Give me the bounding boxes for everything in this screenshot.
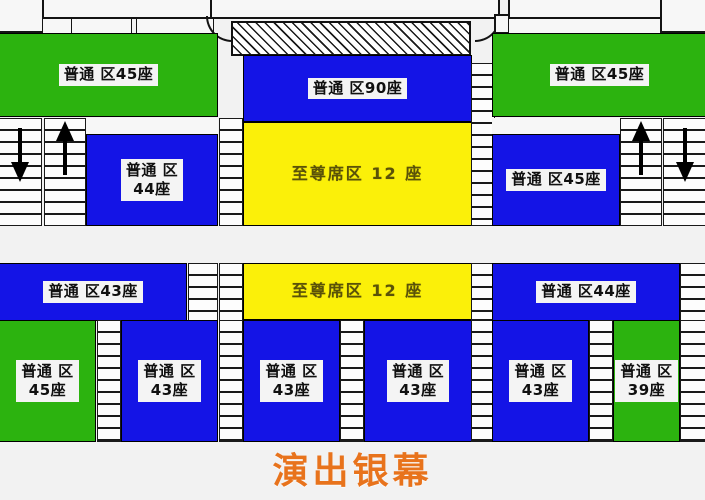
wall-top-left-outer <box>0 0 45 33</box>
zone-upper-center-blue-90[interactable]: 普通 区90座 <box>243 55 472 122</box>
zone-lower-right-blue-43[interactable]: 普通 区 43座 <box>492 320 589 442</box>
aisle-lower-right-outer-stairs[interactable] <box>680 320 705 442</box>
zone-label: 普通 区90座 <box>307 77 408 100</box>
wall-top-left-door-a <box>71 18 132 34</box>
arrow-up-left-inner <box>56 121 74 177</box>
aisle-lower-left-top-stairs-a[interactable] <box>188 263 218 321</box>
zone-label: 普通 区 45座 <box>16 359 79 403</box>
zone-lower-center-blue-43b[interactable]: 普通 区 43座 <box>364 320 472 442</box>
aisle-center-left-stairs[interactable] <box>219 118 243 226</box>
arrow-down-left-outer <box>11 126 29 184</box>
zone-label: 普通 区 43座 <box>138 359 201 403</box>
aisle-lower-center-stairs[interactable] <box>340 320 364 442</box>
zone-label: 普通 区44座 <box>536 281 636 303</box>
arrow-down-right-outer <box>676 126 694 184</box>
wall-top-left-door-b <box>136 18 214 34</box>
aisle-lower-center-left-stairs[interactable] <box>219 320 243 442</box>
zone-label: 普通 区 39座 <box>615 359 678 403</box>
mid-corridor <box>0 226 705 263</box>
aisle-lower-right-top-stairs[interactable] <box>680 263 705 321</box>
aisle-lower-left-stairs[interactable] <box>97 320 121 442</box>
zone-label: 至尊席区 12 座 <box>291 163 424 183</box>
zone-label: 普通 区 44座 <box>120 158 184 202</box>
zone-upper-right-green-45[interactable]: 普通 区45座 <box>492 33 705 117</box>
wall-top-center-beam <box>210 0 500 19</box>
zone-lower-right-green-39[interactable]: 普通 区 39座 <box>613 320 680 442</box>
wall-top-left-lobby <box>42 0 214 19</box>
gap-upper-right <box>492 118 620 135</box>
zone-label: 普通 区45座 <box>549 64 650 86</box>
zone-lower-left-green-45[interactable]: 普通 区 45座 <box>0 320 96 442</box>
zone-label: 普通 区45座 <box>58 64 159 86</box>
wall-top-left-ledge <box>42 18 72 34</box>
zone-label: 普通 区 43座 <box>386 359 450 403</box>
zone-upper-right-blue-45[interactable]: 普通 区45座 <box>492 134 620 226</box>
zone-upper-center-vip-12[interactable]: 至尊席区 12 座 <box>243 122 472 226</box>
aisle-lower-left-top-stairs-b[interactable] <box>219 263 243 321</box>
zone-lower-left-blue-43b[interactable]: 普通 区 43座 <box>121 320 218 442</box>
wall-top-right-outer <box>660 0 705 33</box>
zone-label: 普通 区 43座 <box>509 359 572 403</box>
zone-label: 至尊席区 12 座 <box>291 281 424 301</box>
zone-upper-left-green-45[interactable]: 普通 区45座 <box>0 33 218 117</box>
zone-label: 普通 区 43座 <box>260 359 323 403</box>
arrow-up-right-inner <box>632 121 650 177</box>
zone-lower-left-blue-43[interactable]: 普通 区43座 <box>0 263 187 321</box>
zone-lower-center-vip-12[interactable]: 至尊席区 12 座 <box>243 263 472 320</box>
aisle-lower-right-stairs[interactable] <box>589 320 613 442</box>
zone-lower-center-blue-43[interactable]: 普通 区 43座 <box>243 320 340 442</box>
zone-lower-right-blue-44[interactable]: 普通 区44座 <box>492 263 680 321</box>
gap-upper-left <box>86 118 218 135</box>
zone-label: 普通 区43座 <box>43 281 143 303</box>
hatched-service-area <box>231 21 471 56</box>
zone-label: 普通 区45座 <box>506 169 606 191</box>
screen-caption: 演出银幕 <box>272 451 433 492</box>
zone-upper-left-blue-44[interactable]: 普通 区 44座 <box>86 134 218 226</box>
